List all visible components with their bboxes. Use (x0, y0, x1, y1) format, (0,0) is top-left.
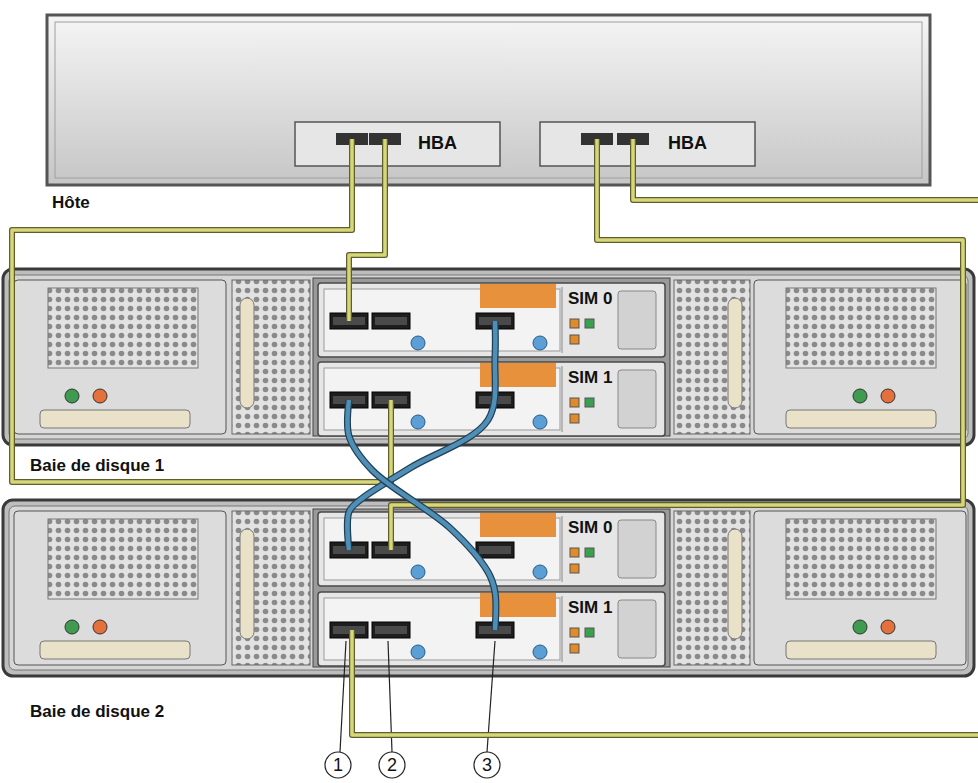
cable-core (349, 139, 385, 321)
host-cable (349, 139, 385, 321)
callout-marker: 1 (325, 752, 351, 778)
cable-core (347, 400, 495, 630)
node-label: SIM 0 (568, 289, 612, 309)
sim-module: SIM 1 (318, 592, 665, 666)
node-label: HBA (668, 133, 707, 155)
host-box: HôteHBAHBA (47, 15, 930, 185)
cable-core (352, 139, 978, 735)
array-label: Baie de disque 1 (30, 456, 164, 476)
sim-module: SIM 0 (318, 283, 665, 357)
cable-core (347, 321, 495, 550)
node-label: SIM 1 (568, 368, 612, 388)
cable-outline (347, 321, 495, 550)
cable-outline (12, 139, 391, 482)
sas-cable (347, 400, 495, 630)
array-label: Baie de disque 2 (30, 702, 164, 722)
node-label: HBA (418, 133, 457, 155)
cable-outline (352, 139, 978, 735)
sim-module: SIM 0 (318, 512, 665, 586)
sas-cable (347, 321, 495, 550)
callout-marker: 2 (379, 752, 405, 778)
callout-marker: 3 (474, 752, 500, 778)
host-cable (12, 139, 391, 482)
array-label: Hôte (52, 193, 90, 213)
hba-card: HBA (540, 122, 755, 166)
disk-array: Baie de disque 1SIM 0SIM 1 (3, 268, 975, 445)
cable-outline (347, 400, 495, 630)
callout-number: 2 (387, 756, 397, 774)
cable-outline (349, 139, 385, 321)
disk-array: Baie de disque 2SIM 0SIM 1 (3, 498, 975, 676)
callout-number: 1 (333, 756, 343, 774)
host-cable (352, 139, 978, 735)
callout-number: 3 (482, 756, 492, 774)
node-label: SIM 1 (568, 598, 612, 618)
node-label: SIM 0 (568, 518, 612, 538)
cable-core (12, 139, 391, 482)
hba-card: HBA (295, 122, 500, 166)
sim-module: SIM 1 (318, 362, 665, 436)
